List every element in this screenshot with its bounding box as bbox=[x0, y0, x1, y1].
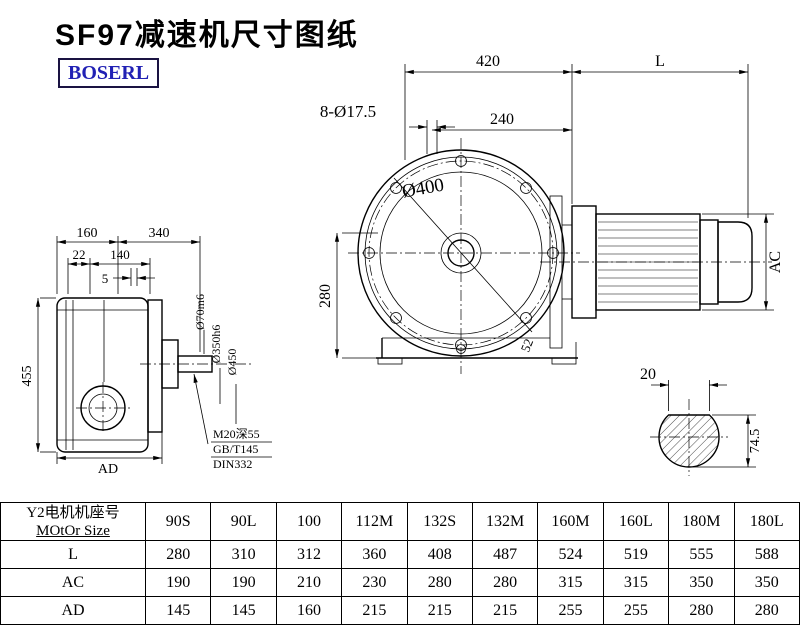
table-cell: 160 bbox=[275, 596, 343, 625]
bolt-hole bbox=[455, 155, 467, 167]
drain-plug bbox=[456, 344, 466, 354]
table-cell: 280 bbox=[471, 568, 539, 597]
table-cell: 350 bbox=[668, 568, 735, 597]
brand-logo: BOSERL bbox=[58, 58, 160, 88]
dim-shaft-dia: Ø70m6 bbox=[193, 294, 207, 330]
column-header: 160M bbox=[537, 502, 604, 541]
column-header: 180L bbox=[733, 502, 800, 541]
row-label: AC bbox=[0, 568, 146, 597]
row-label: L bbox=[0, 540, 146, 569]
table-cell: 408 bbox=[406, 540, 473, 569]
note-tap-depth: M20深55 bbox=[213, 427, 260, 441]
table-cell: 210 bbox=[275, 568, 343, 597]
bolt-hole bbox=[363, 247, 375, 259]
dim-L: L bbox=[655, 53, 665, 70]
column-header: 132S bbox=[406, 502, 473, 541]
page-title: SF97减速机尺寸图纸 bbox=[55, 19, 359, 52]
row-label: AD bbox=[0, 596, 146, 625]
table-cell: 230 bbox=[341, 568, 408, 597]
dim-52: 52 bbox=[517, 336, 536, 354]
table-cell: 280 bbox=[144, 540, 212, 569]
column-header: 90L bbox=[210, 502, 277, 541]
note-standard-din: DIN332 bbox=[213, 457, 252, 471]
column-header: 90S bbox=[144, 502, 212, 541]
dim-20: 20 bbox=[640, 366, 656, 383]
motor-size-header: Y2电机机座号 MOtOr Size bbox=[0, 502, 146, 541]
column-header: 112M bbox=[341, 502, 408, 541]
center-bore bbox=[447, 239, 475, 267]
table-cell: 280 bbox=[733, 596, 800, 625]
table-cell: 145 bbox=[144, 596, 212, 625]
dim-340: 340 bbox=[149, 226, 170, 241]
table-cell: 312 bbox=[275, 540, 343, 569]
top-dimensions: 420 L 8-Ø17.5 240 bbox=[320, 53, 749, 218]
table-row-AD: AD 145 145 160 215 215 215 255 255 280 2… bbox=[0, 596, 800, 625]
table-cell: 519 bbox=[602, 540, 670, 569]
gearbox-housing bbox=[56, 297, 149, 453]
table-row-AC: AC 190 190 210 230 280 280 315 315 350 3… bbox=[0, 568, 800, 597]
table-cell: 215 bbox=[406, 596, 473, 625]
table-header-row: Y2电机机座号 MOtOr Size 90S 90L 100 112M 132S… bbox=[0, 502, 800, 541]
motor-size-table: Y2电机机座号 MOtOr Size 90S 90L 100 112M 132S… bbox=[0, 502, 800, 625]
column-header: 100 bbox=[275, 502, 343, 541]
table-cell: 315 bbox=[602, 568, 670, 597]
table-cell: 487 bbox=[471, 540, 539, 569]
foot-pad bbox=[377, 357, 403, 365]
table-cell: 280 bbox=[406, 568, 473, 597]
table-cell: 215 bbox=[471, 596, 539, 625]
dim-bolt-holes: 8-Ø17.5 bbox=[320, 102, 376, 121]
bolt-hole bbox=[547, 247, 559, 259]
bolt-hole bbox=[390, 312, 402, 324]
dim-140: 140 bbox=[110, 247, 130, 262]
mounting-flange bbox=[147, 299, 163, 433]
dim-240: 240 bbox=[490, 111, 514, 128]
table-cell: 588 bbox=[733, 540, 800, 569]
bolt-hole bbox=[455, 339, 467, 351]
column-header: 180M bbox=[668, 502, 735, 541]
motor-view: AC bbox=[540, 205, 784, 319]
table-cell: 524 bbox=[537, 540, 604, 569]
table-cell: 315 bbox=[537, 568, 604, 597]
table-row-L: L 280 310 312 360 408 487 524 519 555 58… bbox=[0, 540, 800, 569]
table-cell: 190 bbox=[144, 568, 212, 597]
foot-pad bbox=[551, 357, 577, 365]
table-cell: 255 bbox=[602, 596, 670, 625]
table-cell: 555 bbox=[668, 540, 735, 569]
front-view: Ø400 280 52 bbox=[317, 138, 580, 374]
motor-fan-cowl bbox=[717, 221, 753, 303]
dim-420: 420 bbox=[476, 53, 500, 70]
column-header: 160L bbox=[602, 502, 670, 541]
dim-AD: AD bbox=[98, 462, 118, 477]
dim-flange-od: Ø450 bbox=[225, 349, 239, 376]
bolt-hole bbox=[520, 182, 532, 194]
table-cell: 360 bbox=[341, 540, 408, 569]
table-cell: 145 bbox=[210, 596, 277, 625]
bolt-hole bbox=[520, 312, 532, 324]
motor-fins bbox=[598, 221, 698, 303]
dim-74-5: 74.5 bbox=[748, 429, 763, 454]
dim-160: 160 bbox=[77, 226, 98, 241]
side-view: 455 160 340 22 140 5 AD Ø70m6 Ø350h6 Ø45… bbox=[20, 226, 272, 477]
table-cell: 190 bbox=[210, 568, 277, 597]
dim-280: 280 bbox=[317, 284, 334, 308]
dim-AC: AC bbox=[767, 251, 784, 273]
bolt-circle bbox=[368, 160, 554, 346]
dim-455: 455 bbox=[20, 366, 35, 387]
dim-5: 5 bbox=[102, 271, 109, 286]
table-cell: 350 bbox=[733, 568, 800, 597]
column-header: 132M bbox=[471, 502, 539, 541]
table-cell: 310 bbox=[210, 540, 277, 569]
dim-spigot-dia: Ø350h6 bbox=[209, 325, 223, 364]
table-cell: 280 bbox=[668, 596, 735, 625]
motor-size-header-en: MOtOr Size bbox=[36, 522, 110, 539]
table-cell: 255 bbox=[537, 596, 604, 625]
table-cell: 215 bbox=[341, 596, 408, 625]
bolt-hole bbox=[390, 182, 402, 194]
dim-22: 22 bbox=[73, 247, 86, 262]
motor-size-header-cn: Y2电机机座号 bbox=[26, 504, 120, 521]
shaft-section-view: 20 74.5 bbox=[640, 366, 763, 476]
flange-outer-circle bbox=[357, 149, 565, 357]
note-standard-gb: GB/T145 bbox=[213, 442, 258, 456]
